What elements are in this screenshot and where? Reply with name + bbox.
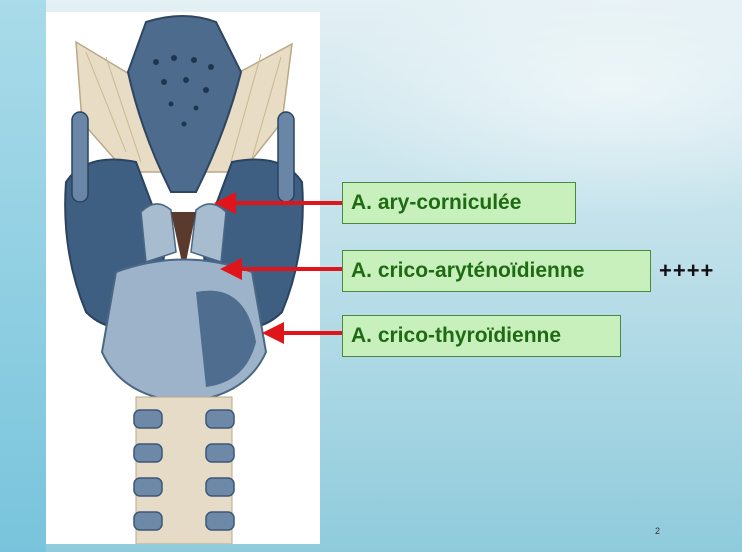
larynx-drawing xyxy=(64,15,304,544)
label-crico-thyroidienne: A. crico-thyroïdienne xyxy=(342,315,621,357)
arrow-crico-arytenoidienne xyxy=(220,258,342,280)
arrow-ary-corniculee xyxy=(214,192,342,214)
page-number: 2 xyxy=(655,526,661,536)
arrow-crico-thyroidienne xyxy=(262,322,342,344)
label-crico-arytenoidienne: A. crico-aryténoïdienne xyxy=(342,250,651,292)
label-ary-corniculee: A. ary-corniculée xyxy=(342,182,576,224)
importance-marker: ++++ xyxy=(659,258,715,283)
larynx-illustration xyxy=(46,12,320,544)
decorative-band xyxy=(0,0,46,552)
